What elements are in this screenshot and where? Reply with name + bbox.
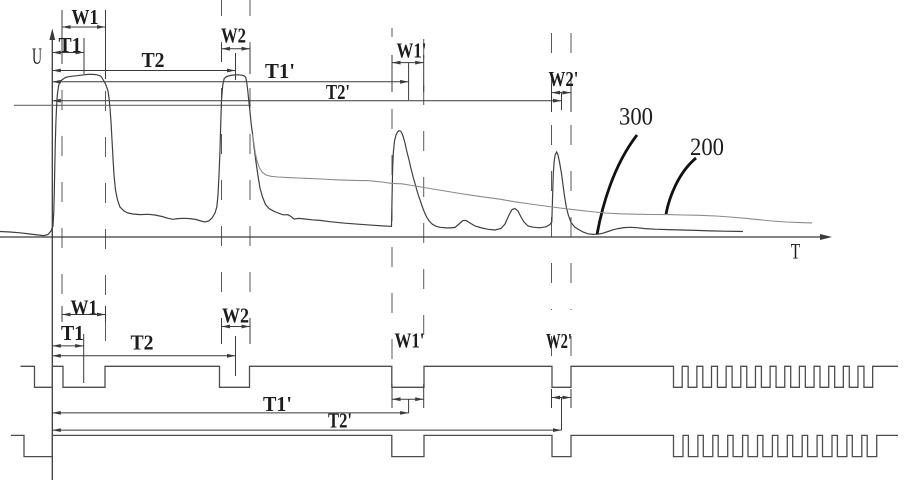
svg-text:W1': W1' — [397, 39, 427, 63]
svg-text:W2: W2 — [221, 24, 246, 48]
svg-text:T1': T1' — [263, 392, 292, 416]
svg-text:300: 300 — [619, 104, 653, 131]
svg-text:T: T — [791, 239, 801, 264]
svg-text:W2: W2 — [222, 304, 249, 328]
svg-text:T2: T2 — [131, 331, 154, 355]
svg-text:T1: T1 — [59, 33, 82, 57]
svg-text:W2': W2' — [546, 329, 572, 353]
svg-text:200: 200 — [690, 134, 724, 161]
svg-text:T2': T2' — [326, 80, 350, 104]
svg-text:W1: W1 — [72, 5, 99, 29]
svg-text:T1: T1 — [61, 321, 84, 345]
svg-text:T1': T1' — [265, 59, 295, 83]
svg-text:W1': W1' — [395, 329, 425, 353]
svg-text:W2': W2' — [549, 67, 579, 91]
svg-text:T2': T2' — [328, 409, 352, 433]
svg-text:W1: W1 — [71, 296, 98, 320]
svg-text:U: U — [32, 44, 42, 69]
svg-text:T2: T2 — [142, 48, 165, 72]
